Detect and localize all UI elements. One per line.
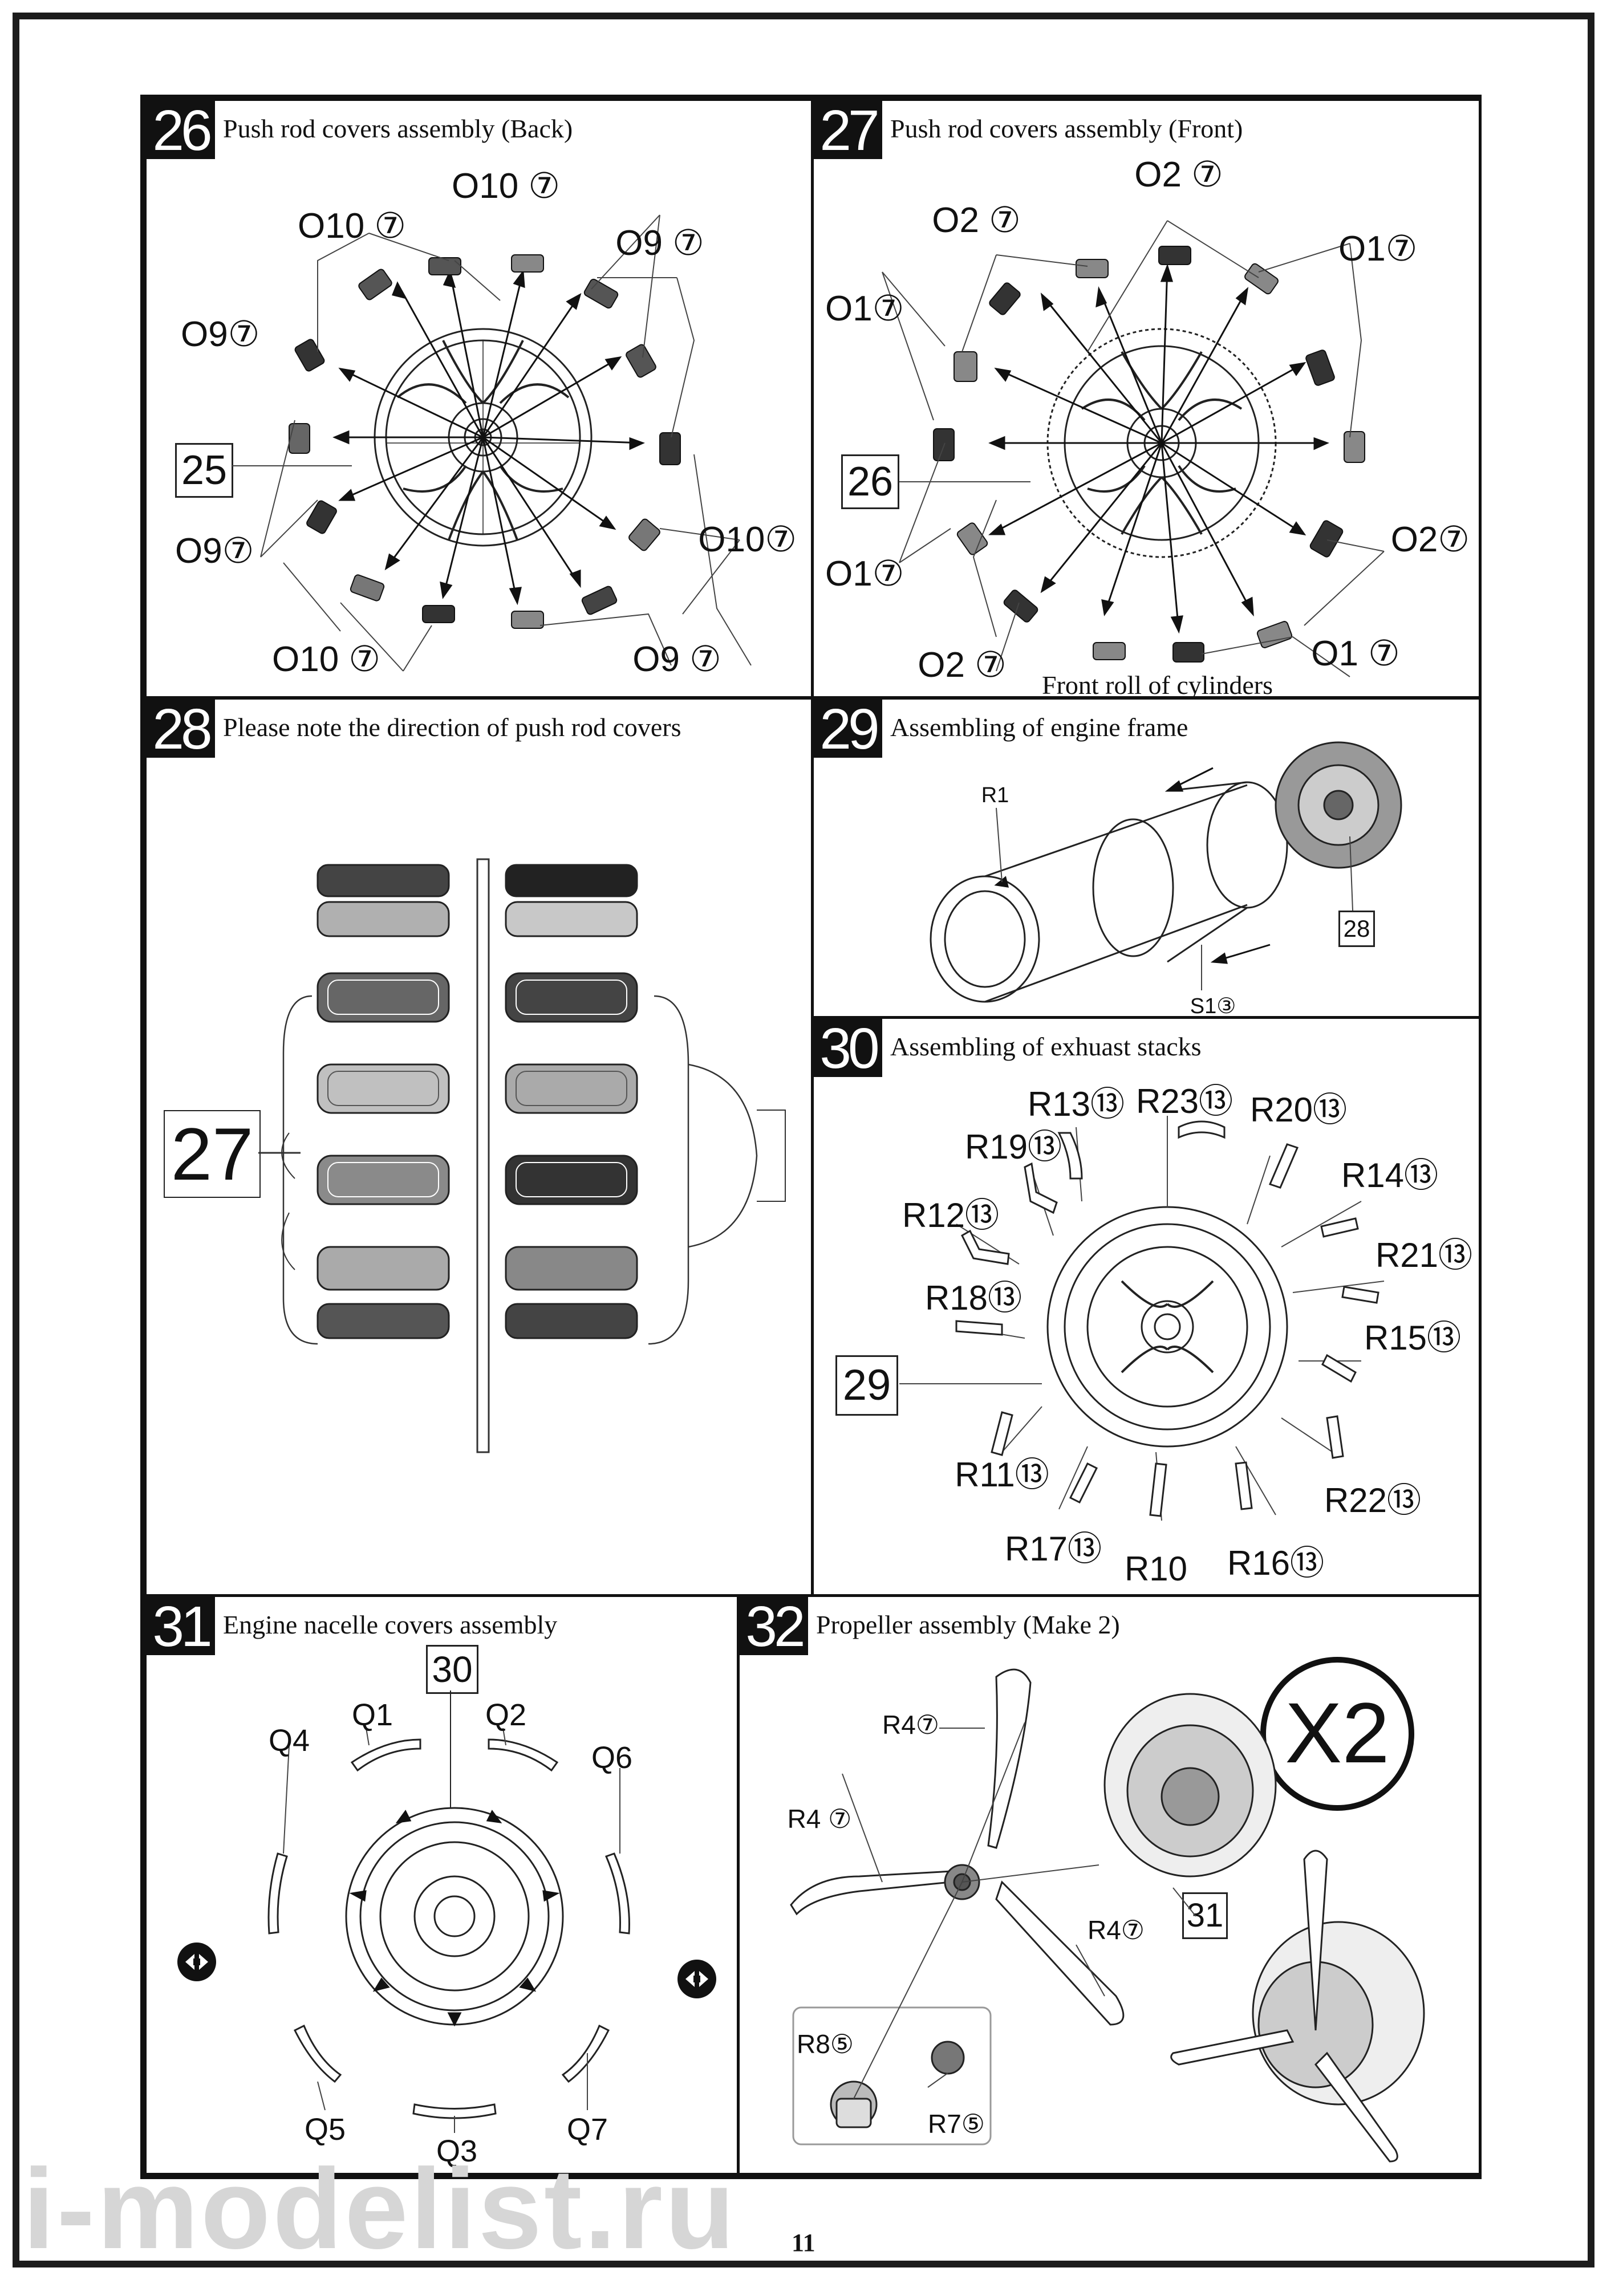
quantity-badge-text: X2 (1285, 1685, 1389, 1781)
instruction-sheet: 26 Push rod covers assembly (Back) 25 (140, 95, 1482, 2179)
step-32-panel: 32 Propeller assembly (Make 2) 31 X2 (737, 1594, 1482, 2176)
part-label: R10 (1125, 1550, 1187, 1588)
part-label: O10 ⑦ (298, 206, 406, 246)
step-number: 30 (814, 1019, 882, 1078)
part-label: O2 ⑦ (1134, 155, 1223, 194)
part-label: R1 (981, 783, 1009, 807)
reference-box: 25 (175, 443, 233, 498)
step-number: 27 (814, 101, 882, 160)
part-label: R23⑬ (1136, 1082, 1233, 1120)
step-title: Push rod covers assembly (Back) (223, 114, 573, 143)
reference-box: 28 (1338, 911, 1375, 947)
step-title: Propeller assembly (Make 2) (816, 1610, 1120, 1639)
part-label: O1⑦ (825, 554, 904, 594)
part-label: R18⑬ (925, 1279, 1022, 1317)
part-label: R7⑤ (928, 2109, 985, 2139)
step-27-panel: 27 Push rod covers assembly (Front) 26 (811, 98, 1482, 699)
part-label: O2⑦ (1391, 520, 1470, 559)
part-label: O1 ⑦ (1311, 634, 1400, 673)
part-label: R4⑦ (1088, 1915, 1145, 1945)
part-label: Q7 (567, 2112, 608, 2147)
part-label: Q1 (352, 1698, 393, 1732)
part-label: O9 ⑦ (615, 223, 704, 263)
part-label: O1⑦ (1338, 229, 1417, 269)
part-label: R8⑤ (797, 2029, 854, 2059)
part-label: O9⑦ (181, 315, 259, 354)
step-29-panel: 29 Assembling of engine frame 28 (811, 697, 1482, 1019)
exhaust-stacks-diagram: R13⑬ R23⑬ R20⑬ R19⑬ R14⑬ R12⑬ R21⑬ R18⑬ … (899, 1082, 1472, 1588)
part-label: R4 ⑦ (788, 1804, 852, 1834)
reference-box: 30 (426, 1645, 478, 1694)
part-label: Q5 (305, 2112, 346, 2147)
part-label: R13⑬ (1028, 1085, 1125, 1123)
part-label: R14⑬ (1341, 1156, 1438, 1194)
watermark: i-modelist.ru (23, 2145, 737, 2273)
page-frame (13, 13, 1594, 2267)
part-label: R16⑬ (1227, 1544, 1324, 1582)
part-label: R4⑦ (882, 1710, 939, 1740)
make-two-badge (1260, 1657, 1414, 1811)
reference-box: 27 (164, 1110, 261, 1198)
part-label: O2 ⑦ (918, 645, 1007, 685)
step-title: Engine nacelle covers assembly (223, 1610, 558, 1639)
step-title: Please note the direction of push rod co… (223, 713, 681, 742)
part-label: R12⑬ (902, 1196, 999, 1234)
note-text: Front roll of cylinders (1042, 670, 1273, 699)
part-label: O10⑦ (698, 520, 797, 559)
part-label: Q3 (436, 2134, 477, 2168)
part-label: O9 ⑦ (632, 640, 721, 679)
step-title: Assembling of engine frame (890, 713, 1188, 742)
reference-box: 26 (841, 454, 899, 509)
part-label: O9⑦ (175, 531, 254, 571)
page-number: 11 (792, 2229, 815, 2257)
part-label: R20⑬ (1250, 1091, 1347, 1129)
step-number: 29 (814, 700, 882, 759)
part-label: R19⑬ (965, 1128, 1062, 1166)
part-label: R21⑬ (1376, 1236, 1472, 1274)
part-label: R15⑬ (1364, 1319, 1461, 1357)
part-label: Q6 (591, 1741, 632, 1775)
step-number: 31 (147, 1597, 215, 1656)
part-label: O10 ⑦ (272, 640, 380, 679)
part-label: O10 ⑦ (452, 166, 560, 206)
part-label: R22⑬ (1324, 1481, 1421, 1519)
propeller-assembly-diagram: X2 (788, 1657, 1425, 2163)
step-number: 28 (147, 700, 215, 759)
part-label: R17⑬ (1005, 1530, 1102, 1568)
radial-engine-back-diagram: O10 ⑦ O10 ⑦ O9 ⑦ O9⑦ O9⑦ O10 ⑦ O10⑦ O9 ⑦ (175, 166, 797, 679)
part-label: S1③ (1190, 994, 1236, 1018)
step-26-panel: 26 Push rod covers assembly (Back) 25 (144, 98, 814, 699)
step-28-panel: 28 Please note the direction of push rod… (144, 697, 814, 1598)
part-label: O1⑦ (825, 289, 904, 328)
radial-engine-front-diagram: O2 ⑦ O2 ⑦ O1⑦ O1⑦ O1⑦ O2 ⑦ O2⑦ O1 ⑦ Fron… (825, 155, 1470, 699)
reference-box: 31 (1182, 1892, 1228, 1939)
step-title: Assembling of exhuast stacks (890, 1032, 1202, 1061)
part-label: Q2 (485, 1698, 526, 1732)
part-label: R11⑬ (955, 1456, 1049, 1494)
nacelle-covers-diagram: Q1 Q2 Q4 Q6 Q5 Q7 Q3 (177, 1690, 716, 2168)
engine-frame-diagram: R1 S1③ (930, 741, 1402, 1018)
reference-box: 29 (835, 1355, 898, 1416)
step-31-panel: 31 Engine nacelle covers assembly 30 (144, 1594, 740, 2176)
step-title: Push rod covers assembly (Front) (890, 114, 1243, 143)
step-30-panel: 30 Assembling of exhuast stacks 29 (811, 1016, 1482, 1598)
engine-side-view-diagram (258, 858, 786, 1453)
part-label: O2 ⑦ (932, 201, 1021, 240)
step-number: 32 (740, 1597, 808, 1656)
step-number: 26 (147, 101, 215, 160)
part-label: Q4 (269, 1724, 310, 1758)
